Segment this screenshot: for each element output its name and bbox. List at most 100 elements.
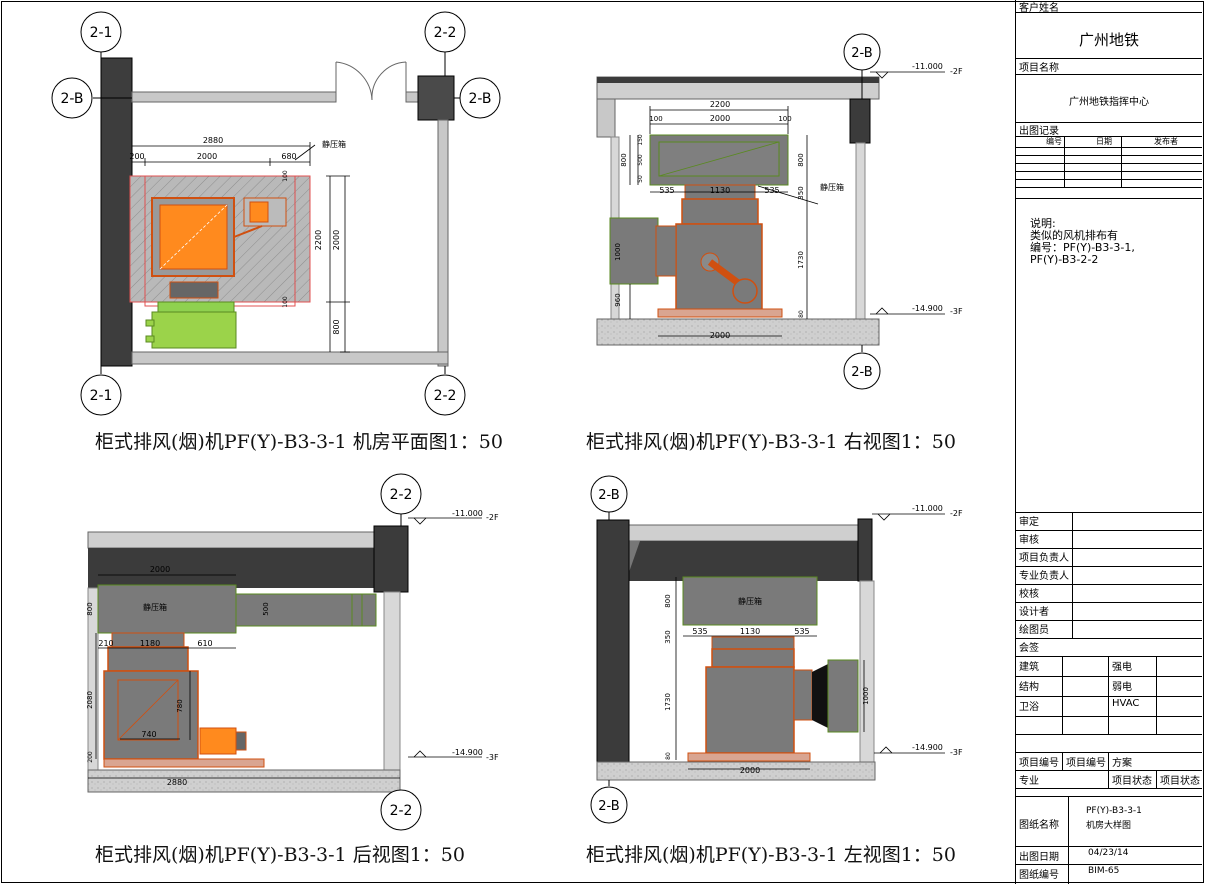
- drawing-name-line-2: 机房大样图: [1086, 821, 1132, 831]
- right-dim-2200: 2200: [710, 100, 730, 109]
- plan-grid-top-22: 2-2: [434, 25, 457, 41]
- record-header-date: 日期: [1096, 137, 1112, 146]
- title-block: 客户姓名 广州地铁 项目名称 广州地铁指挥中心 出图记录 编号 日期 发布者 说…: [1015, 0, 1202, 884]
- back-view: 2000 800 500 210 1180 610 2080 780 740 2…: [86, 473, 499, 831]
- left-level-bottom: -14.900: [912, 743, 943, 752]
- left-dim-1730: 1730: [664, 693, 672, 711]
- left-dim-80: 80: [665, 752, 672, 760]
- right-dim-1130: 1130: [710, 186, 730, 195]
- countersign-label: 会签: [1019, 643, 1039, 654]
- plan-view: 2880 200 2000 680 静压箱 2200 2000 800 100 …: [51, 11, 501, 416]
- right-level-bottom-floor: -3F: [950, 307, 963, 316]
- drawing-name-label: 图纸名称: [1019, 820, 1059, 831]
- back-dim-500: 500: [262, 602, 270, 615]
- right-level-top-floor: -2F: [950, 67, 963, 76]
- countersign-hvac: HVAC: [1112, 698, 1140, 709]
- left-level-top: -11.000: [912, 504, 943, 513]
- left-dim-350: 350: [664, 630, 672, 643]
- project-label-row: [1016, 58, 1202, 74]
- back-level-bottom-floor: -3F: [486, 753, 499, 762]
- back-label-box: 静压箱: [143, 602, 167, 612]
- left-dim-floor: 2000: [740, 766, 760, 775]
- approval-0: 审定: [1019, 517, 1039, 528]
- countersign-plumb: 卫浴: [1019, 702, 1039, 713]
- caption-plan: 柜式排风(烟)机PF(Y)-B3-3-1 机房平面图1：50: [95, 431, 503, 453]
- right-dim-500: 500: [637, 154, 644, 166]
- left-dim-800: 800: [664, 594, 672, 607]
- status-a: 项目状态: [1112, 776, 1152, 787]
- drawing-number-label: 图纸编号: [1019, 870, 1059, 881]
- right-level-top: -11.000: [912, 62, 943, 71]
- left-dim-1000: 1000: [862, 687, 870, 705]
- right-dim-535b: 535: [764, 186, 779, 195]
- client-row: [1016, 12, 1202, 58]
- proj-no-label: 项目编号: [1019, 758, 1059, 769]
- left-level-bottom-floor: -3F: [950, 748, 963, 757]
- drawing-name-line-1: PF(Y)-B3-3-1: [1086, 806, 1142, 816]
- proj-no-value: 项目编号: [1066, 758, 1106, 769]
- left-grid-bottom-2b: 2-B: [598, 799, 619, 814]
- right-level-bottom: -14.900: [912, 304, 943, 313]
- left-dim-1130: 1130: [740, 627, 760, 636]
- countersign-struct: 结构: [1019, 682, 1039, 693]
- plan-grid-right-2b: 2-B: [468, 91, 491, 107]
- record-header-no: 编号: [1046, 137, 1062, 146]
- plan-dim-2200: 2200: [314, 230, 323, 250]
- issue-date-value: 04/23/14: [1088, 848, 1129, 858]
- right-grid-bottom-2b: 2-B: [851, 365, 872, 380]
- approval-5: 设计者: [1019, 607, 1049, 618]
- approval-2: 项目负责人: [1019, 553, 1069, 564]
- left-view: 800 350 535 1130 535 1730 80 1000 2000 静…: [590, 475, 963, 824]
- right-dim-350: 350: [797, 186, 805, 199]
- left-dim-535b: 535: [794, 627, 809, 636]
- back-dim-780: 780: [176, 699, 184, 712]
- back-dim-1180: 1180: [140, 639, 160, 648]
- countersign-power: 强电: [1112, 662, 1132, 673]
- back-grid-bottom-22: 2-2: [390, 803, 413, 819]
- approval-3: 专业负责人: [1019, 571, 1069, 582]
- status-b: 项目状态: [1160, 776, 1200, 787]
- drawing-canvas: 2880 200 2000 680 静压箱 2200 2000 800 100 …: [51, 11, 963, 831]
- client-value: 广州地铁: [1078, 31, 1139, 49]
- countersign-weak: 弱电: [1112, 682, 1132, 693]
- left-dim-535a: 535: [692, 627, 707, 636]
- right-dim-2000: 2000: [710, 114, 730, 123]
- scheme-label: 方案: [1112, 758, 1132, 769]
- right-view: 2200 100 2000 100 800 150 500 50 800 350…: [596, 33, 963, 390]
- caption-back: 柜式排风(烟)机PF(Y)-B3-3-1 后视图1：50: [95, 844, 465, 866]
- back-dim-2000: 2000: [150, 565, 170, 574]
- back-dim-800: 800: [86, 602, 94, 615]
- left-grid-top-2b: 2-B: [598, 488, 619, 503]
- plan-dim-2000: 2000: [197, 152, 217, 161]
- back-dim-2080: 2080: [86, 691, 94, 709]
- right-dim-800r: 800: [797, 153, 805, 166]
- plan-dim-2000v: 2000: [332, 230, 341, 250]
- caption-right: 柜式排风(烟)机PF(Y)-B3-3-1 右视图1：50: [586, 431, 956, 453]
- right-label-box: 静压箱: [820, 182, 844, 192]
- caption-left: 柜式排风(烟)机PF(Y)-B3-3-1 左视图1：50: [586, 844, 956, 866]
- right-dim-80: 80: [798, 310, 805, 318]
- plan-grid-bottom-21: 2-1: [90, 388, 113, 404]
- back-dim-610: 610: [197, 639, 212, 648]
- record-label-row: [1016, 122, 1202, 123]
- notes-line-1: 类似的风机排布有: [1030, 229, 1118, 242]
- plan-dim-800: 800: [332, 319, 341, 334]
- plan-label-box: 静压箱: [322, 139, 346, 149]
- notes-title: 说明:: [1030, 217, 1056, 230]
- right-dim-50: 50: [637, 175, 644, 183]
- left-level-top-floor: -2F: [950, 509, 963, 518]
- right-grid-top-2b: 2-B: [851, 46, 872, 61]
- project-label: 项目名称: [1019, 63, 1059, 74]
- countersign-arch: 建筑: [1019, 662, 1039, 673]
- back-grid-top-22: 2-2: [390, 487, 413, 503]
- right-dim-150: 150: [637, 134, 644, 146]
- plan-grid-left-2b: 2-B: [60, 91, 83, 107]
- right-dim-535a: 535: [659, 186, 674, 195]
- right-dim-floor: 2000: [710, 331, 730, 340]
- right-dim-100b: 100: [778, 115, 791, 123]
- plan-grid-bottom-22: 2-2: [434, 388, 457, 404]
- record-label: 出图记录: [1019, 126, 1059, 137]
- plan-dim-2880: 2880: [203, 136, 223, 145]
- plan-dim-100b: 100: [282, 296, 289, 308]
- back-dim-2880: 2880: [167, 778, 187, 787]
